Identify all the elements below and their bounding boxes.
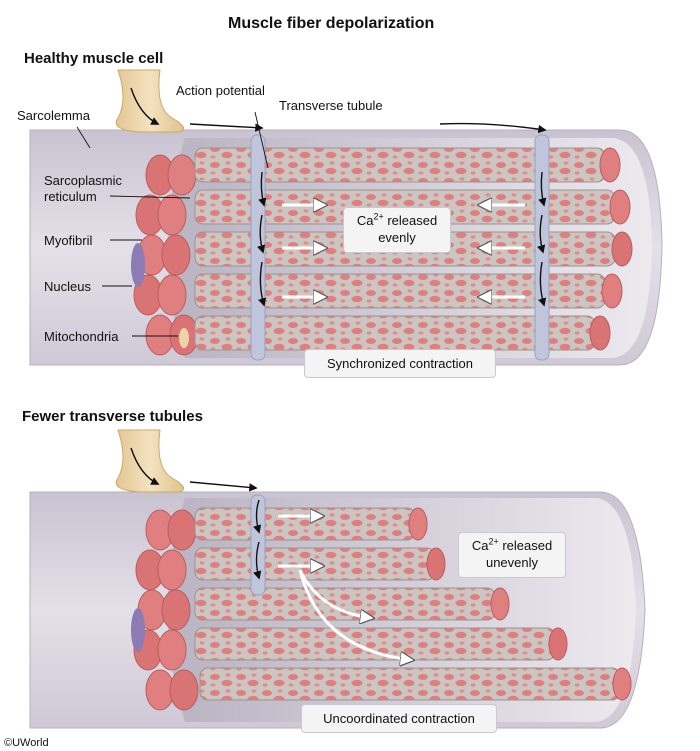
- calcium-even-box: Ca2+ released evenly: [343, 207, 451, 253]
- myofibril-cross-sections-bottom: [131, 509, 199, 711]
- calcium-uneven-box: Ca2+ released unevenly: [458, 532, 566, 578]
- myofibril-cross-sections: [131, 154, 199, 356]
- nerve-terminal-bottom: [115, 429, 185, 493]
- figure-title: Muscle fiber depolarization: [228, 15, 435, 32]
- nerve-terminal: [115, 69, 185, 133]
- label-action-potential: Action potential: [176, 83, 265, 98]
- calcium-symbol: Ca: [356, 213, 374, 228]
- healthy-fiber: [29, 69, 663, 366]
- calcium-charge: 2+: [373, 211, 384, 222]
- calcium-symbol-bottom: Ca: [471, 538, 489, 553]
- fewer-tubules-fiber: [29, 429, 646, 729]
- calcium-unevenly: unevenly: [485, 555, 539, 570]
- label-mitochondria: Mitochondria: [44, 329, 119, 344]
- fewer-tubules-heading: Fewer transverse tubules: [22, 408, 203, 425]
- calcium-released: released: [383, 213, 438, 228]
- label-myofibril: Myofibril: [44, 233, 93, 248]
- label-sarcoplasmic-line1: Sarcoplasmic: [44, 173, 123, 188]
- label-sarcoplasmic-line2: reticulum: [44, 189, 97, 204]
- copyright: ©UWorld: [4, 737, 49, 749]
- healthy-heading: Healthy muscle cell: [24, 50, 164, 67]
- uncoordinated-contraction-box: Uncoordinated contraction: [301, 704, 497, 733]
- myofibril-rods-bottom: [194, 507, 632, 701]
- calcium-released-bottom: released: [498, 538, 553, 553]
- label-sarcolemma: Sarcolemma: [17, 108, 90, 123]
- label-transverse-tubule: Transverse tubule: [279, 98, 383, 113]
- label-nucleus: Nucleus: [44, 279, 91, 294]
- synchronized-contraction-box: Synchronized contraction: [304, 349, 496, 378]
- calcium-evenly: evenly: [378, 230, 416, 245]
- calcium-charge-bottom: 2+: [488, 536, 499, 547]
